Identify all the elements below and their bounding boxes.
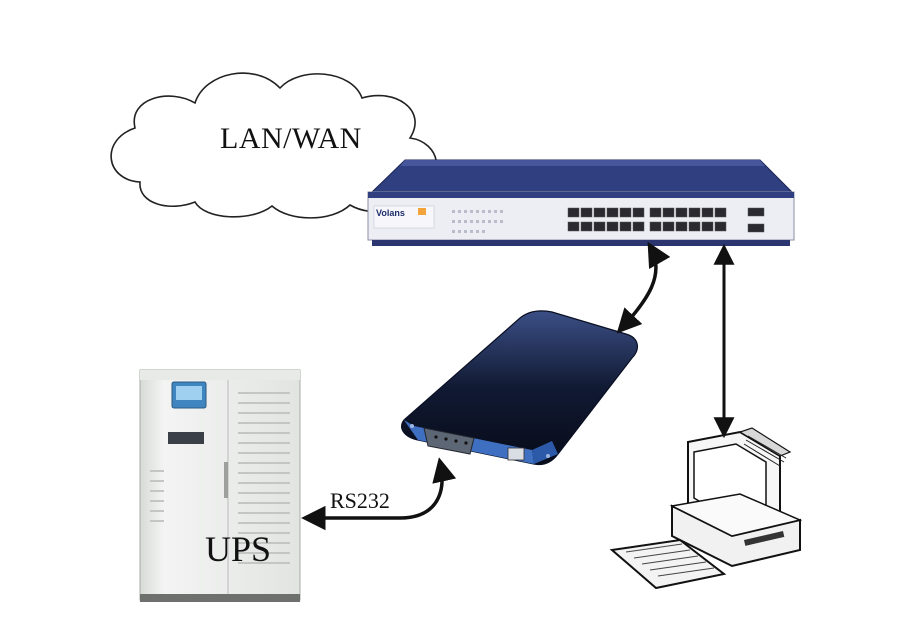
ups-vent-grid: [150, 392, 290, 564]
cloud-label: LAN/WAN: [220, 122, 362, 155]
ups-badge-icon: [168, 432, 204, 444]
ethernet-port-icon: [507, 447, 525, 461]
ethernet-switch: [367, 159, 795, 246]
db9-serial-port-icon: [423, 427, 475, 455]
serial-device-server: [401, 310, 638, 466]
ups-cabinet: [139, 369, 301, 602]
desktop-computer: [609, 427, 803, 590]
switch-logo-icon: [418, 208, 426, 215]
ups-door-handle-icon: [224, 462, 228, 498]
device-screw-icon: [546, 454, 550, 458]
keyboard-icon: [609, 538, 727, 590]
network-cloud: [110, 72, 438, 219]
link-switch-to-device: [616, 241, 671, 334]
switch-ports: [567, 207, 765, 233]
switch-brand-label: Volans: [376, 208, 405, 218]
switch-status-leds: [452, 210, 503, 233]
rs232-link-label: RS232: [330, 488, 390, 513]
device-screw-icon: [410, 424, 414, 428]
system-unit-icon: [669, 493, 803, 568]
ups-label: UPS: [205, 529, 272, 569]
link-rs232-device-to-ups: [301, 457, 457, 531]
